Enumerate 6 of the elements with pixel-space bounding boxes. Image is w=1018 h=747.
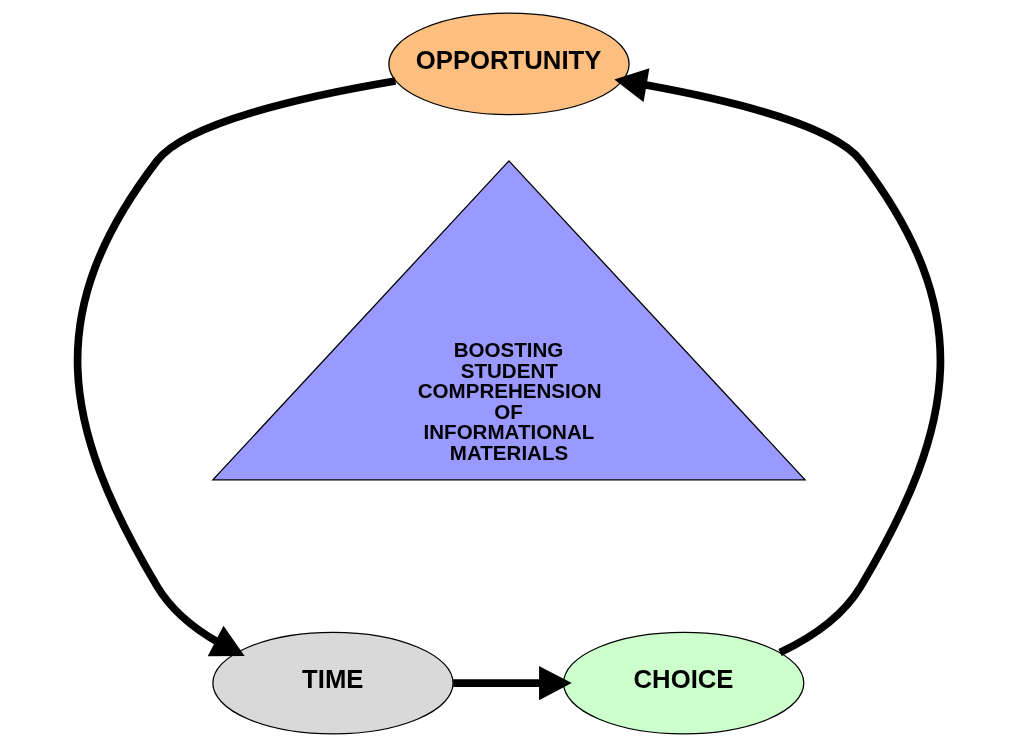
arrow <box>73 77 397 657</box>
arrow <box>453 665 572 701</box>
node-ellipse: CHOICE <box>562 631 805 735</box>
arrow <box>614 68 944 656</box>
node-ellipse: TIME <box>212 631 454 735</box>
node-ellipse: OPPORTUNITY <box>388 12 630 116</box>
